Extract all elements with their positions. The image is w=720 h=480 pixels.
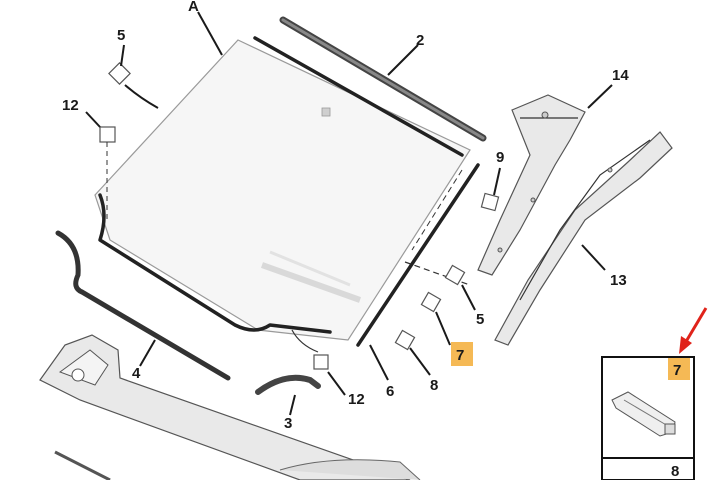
clip-box-7 — [420, 291, 442, 313]
callout-7: 7 — [456, 347, 464, 364]
red-arrow-icon — [679, 307, 708, 354]
leader-lines — [85, 11, 613, 416]
clip-box-8 — [394, 329, 416, 351]
mirror-mount — [321, 107, 331, 117]
clip-box-9 — [480, 192, 500, 212]
clip-box-12-top — [99, 126, 116, 143]
windshield-glass — [94, 39, 471, 341]
callout-9: 9 — [496, 149, 504, 166]
upper-trim — [253, 36, 464, 157]
callout-5-side: 5 — [476, 311, 484, 328]
cowl-bracket — [39, 334, 421, 480]
corner-seal — [255, 374, 321, 395]
clip-box-12-bottom — [313, 354, 329, 370]
callout-2: 2 — [416, 32, 424, 49]
callout-3: 3 — [284, 415, 292, 432]
callout-a: A — [188, 0, 199, 15]
left-long-seal — [55, 230, 231, 381]
a-pillar-trim — [494, 131, 673, 346]
callout-14: 14 — [612, 67, 629, 84]
clip-box-5-top — [108, 62, 131, 85]
a-pillar-bracket — [477, 94, 586, 276]
callout-13: 13 — [610, 272, 627, 289]
callout-5-top: 5 — [117, 27, 125, 44]
inset-panel: 7 8 — [601, 356, 695, 480]
callout-8: 8 — [430, 377, 438, 394]
side-seal — [356, 163, 480, 347]
lower-left-seal — [98, 193, 332, 334]
callout-12-top: 12 — [62, 97, 79, 114]
callout-12-bottom: 12 — [348, 391, 365, 408]
clip-part-drawing — [611, 391, 676, 437]
callout-4: 4 — [132, 365, 141, 382]
callout-6: 6 — [386, 383, 394, 400]
inset-badge-7: 7 — [673, 362, 681, 379]
inset-badge-bg — [668, 358, 690, 380]
lower-corner-trim — [291, 329, 319, 353]
inset-label-8: 8 — [671, 463, 679, 480]
badge-7-bg — [451, 342, 473, 366]
clip-box-5-side — [444, 264, 466, 286]
